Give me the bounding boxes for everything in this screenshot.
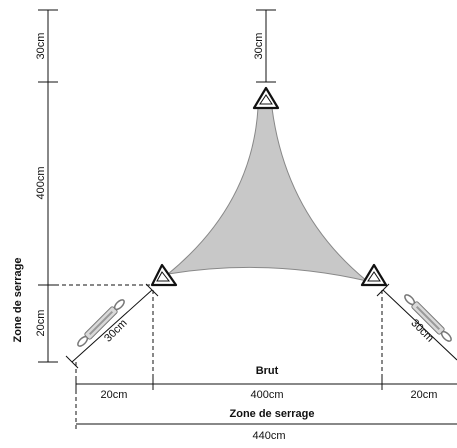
- zone-side-label: Zone de serrage: [12, 258, 24, 343]
- left-vertical-dimension: [38, 9, 58, 363]
- bottom-dimension: [75, 378, 457, 390]
- brut-label: Brut: [256, 365, 279, 377]
- bottom-center-label: 400cm: [250, 389, 283, 401]
- triangle-ring-icon: [360, 263, 388, 287]
- shade-sail: [166, 107, 368, 282]
- turnbuckle-icon: [77, 299, 125, 347]
- diagonal-dimensions: [65, 283, 457, 369]
- zone-bottom-label: Zone de serrage: [230, 408, 315, 420]
- bottom-left-label: 20cm: [101, 389, 128, 401]
- triangle-ring-icon: [150, 263, 178, 287]
- dashed-guides: [48, 284, 383, 432]
- triangle-ring-icon: [252, 86, 280, 110]
- sail-height-label: 400cm: [35, 166, 47, 199]
- lower-left-label: 20cm: [35, 310, 47, 337]
- top-gap-label: 30cm: [253, 33, 265, 60]
- left-gap-label: 30cm: [35, 33, 47, 60]
- bottom-right-label: 20cm: [411, 389, 438, 401]
- total-width-label: 440cm: [252, 430, 285, 442]
- top-dimension: [256, 9, 276, 83]
